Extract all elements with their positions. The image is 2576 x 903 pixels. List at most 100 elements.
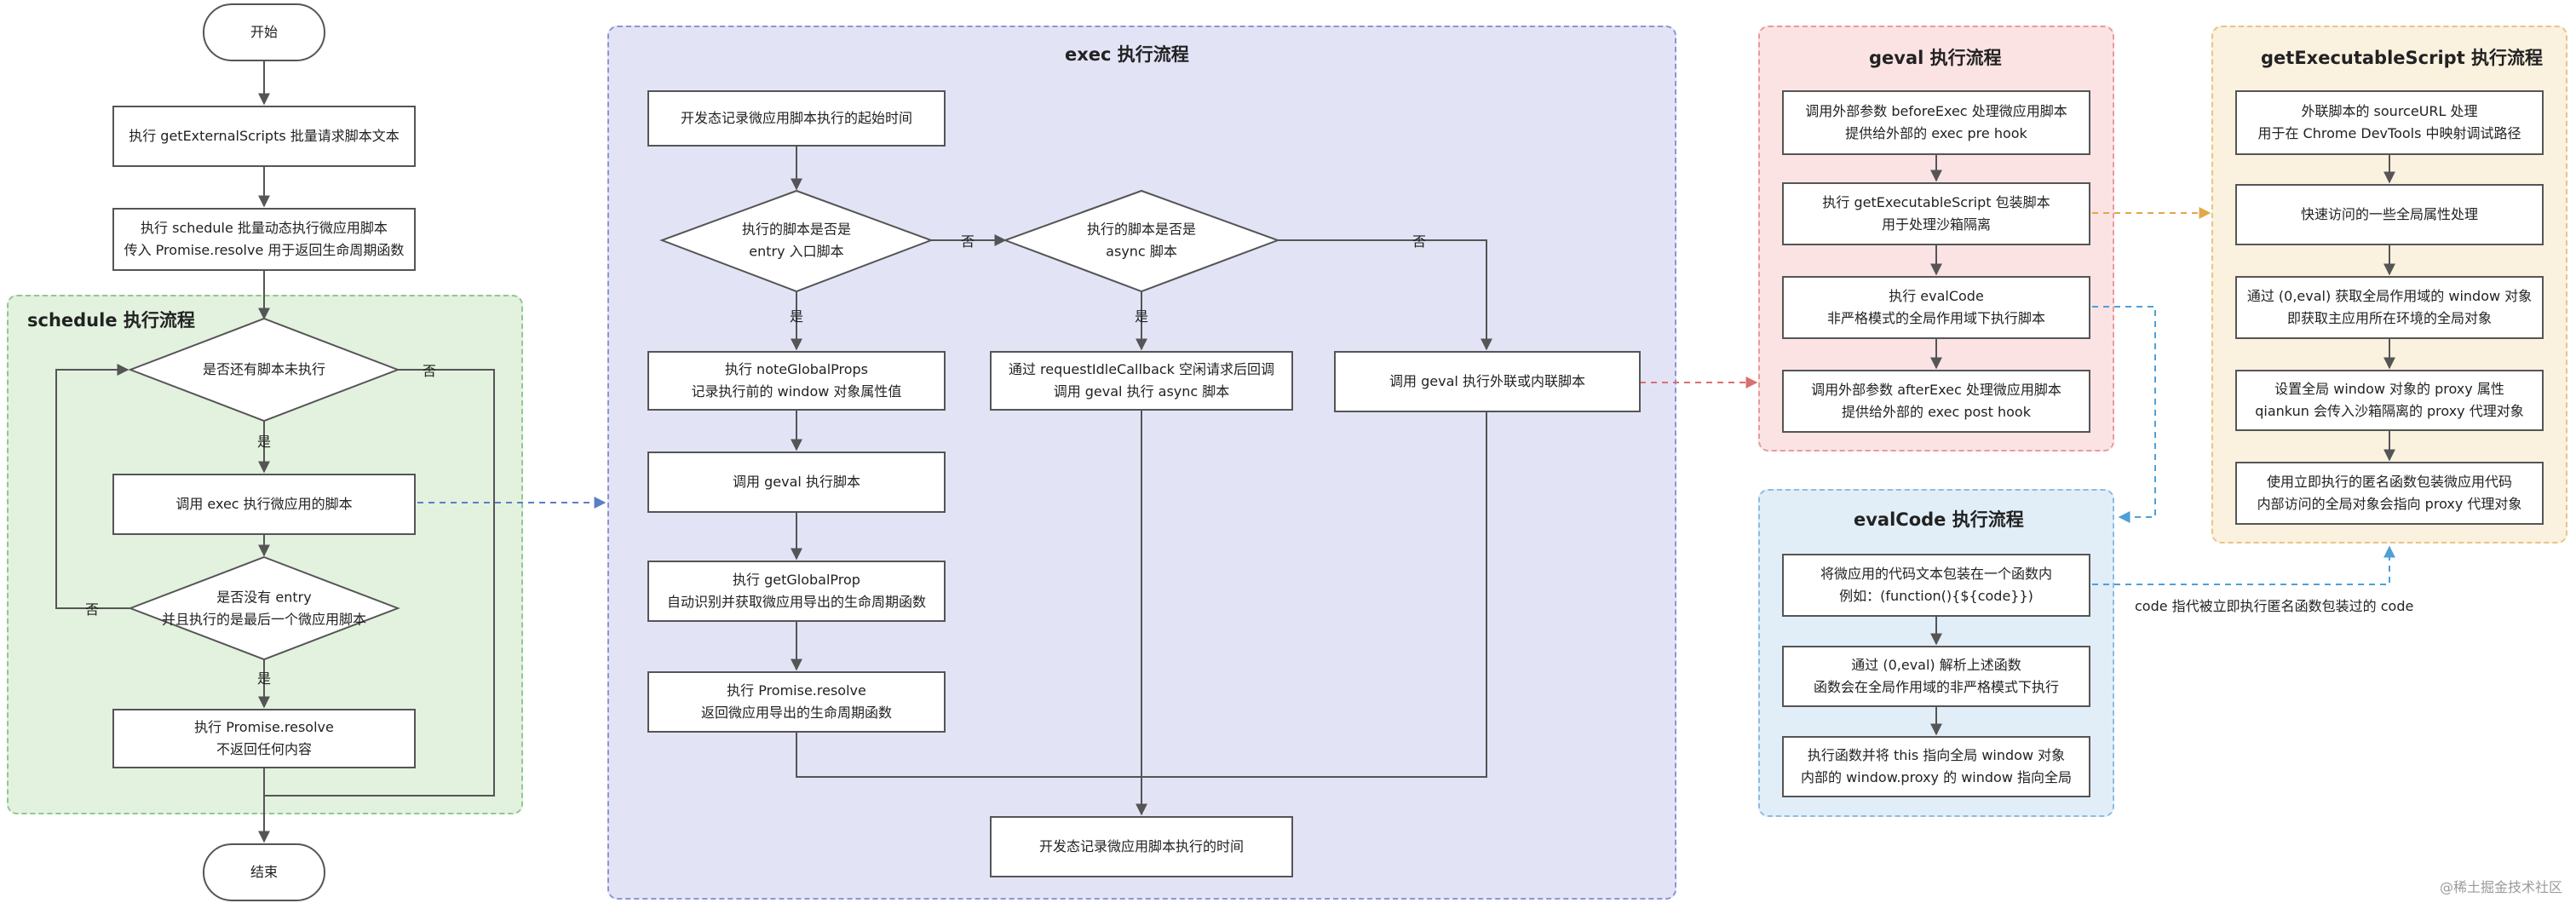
geval-before-exec-node: 调用外部参数 beforeExec 处理微应用脚本 提供给外部的 exec pr… bbox=[1782, 90, 2090, 155]
schedule-yes1-label: 是 bbox=[257, 434, 272, 450]
exec-get-global-node: 执行 getGlobalProp 自动识别并获取微应用导出的生命周期函数 bbox=[647, 561, 946, 622]
eval-parse-node: 通过 (0,eval) 解析上述函数 函数会在全局作用域的非严格模式下执行 bbox=[1782, 646, 2090, 707]
exec-geval-node: 调用 geval 执行脚本 bbox=[647, 452, 946, 513]
exec-idle-line2: 调用 geval 执行 async 脚本 bbox=[1053, 383, 1230, 400]
schedule-resolve-node: 执行 Promise.resolve 不返回任何内容 bbox=[112, 709, 416, 768]
schedule-exec-label: 调用 exec 执行微应用的脚本 bbox=[175, 496, 353, 513]
exec-geval-inline-node: 调用 geval 执行外联或内联脚本 bbox=[1334, 351, 1641, 412]
exec-decision-async-line2: async 脚本 bbox=[1106, 243, 1177, 259]
exec-record-start-node: 开发态记录微应用脚本执行的起始时间 bbox=[647, 90, 946, 147]
schedule-exec-node: 调用 exec 执行微应用的脚本 bbox=[112, 474, 416, 535]
schedule-decision-remaining-text: 是否还有脚本未执行 bbox=[203, 359, 325, 381]
schedule-decision-last-text: 是否没有 entry 并且执行的是最后一个微应用脚本 bbox=[162, 586, 366, 630]
schedule-no1-label: 否 bbox=[423, 363, 437, 379]
watermark: @稀土掘金技术社区 bbox=[2439, 879, 2562, 895]
geval-step4-line1: 调用外部参数 afterExec 处理微应用脚本 bbox=[1811, 382, 2061, 399]
start-node: 开始 bbox=[203, 3, 325, 61]
gesc-iife-node: 使用立即执行的匿名函数包装微应用代码 内部访问的全局对象会指向 proxy 代理… bbox=[2235, 462, 2544, 525]
eval-code-group-title: evalCode 执行流程 bbox=[1854, 509, 2024, 530]
geval-step3-line2: 非严格模式的全局作用域下执行脚本 bbox=[1826, 310, 2045, 326]
exec-note-global-line2: 记录执行前的 window 对象属性值 bbox=[691, 383, 902, 400]
exec-resolve-line1: 执行 Promise.resolve bbox=[727, 682, 866, 699]
exec-record-end-node: 开发态记录微应用脚本执行的时间 bbox=[990, 816, 1293, 877]
code-note: code 指代被立即执行匿名函数包装过的 code bbox=[2135, 598, 2414, 614]
gesc-step1-line1: 外联脚本的 sourceURL 处理 bbox=[2301, 103, 2478, 120]
exec-decision-entry-line1: 执行的脚本是否是 bbox=[741, 221, 852, 238]
gesc-step3-line2: 即获取主应用所在环境的全局对象 bbox=[2286, 310, 2492, 326]
geval-eval-code-node: 执行 evalCode 非严格模式的全局作用域下执行脚本 bbox=[1782, 276, 2090, 339]
schedule-group-title: schedule 执行流程 bbox=[27, 310, 195, 331]
schedule-resolve-line1: 执行 Promise.resolve bbox=[194, 719, 334, 736]
exec-idle-callback-node: 通过 requestIdleCallback 空闲请求后回调 调用 geval … bbox=[990, 351, 1293, 411]
start-label: 开始 bbox=[250, 24, 278, 41]
get-external-scripts-node: 执行 getExternalScripts 批量请求脚本文本 bbox=[112, 106, 416, 167]
gesc-step1-line2: 用于在 Chrome DevTools 中映射调试路径 bbox=[2257, 125, 2521, 141]
gesc-global-props-node: 快速访问的一些全局属性处理 bbox=[2235, 184, 2544, 245]
eval-step3-line1: 执行函数并将 this 指向全局 window 对象 bbox=[1807, 747, 2066, 764]
geval-step2-line1: 执行 getExecutableScript 包装脚本 bbox=[1822, 194, 2050, 211]
schedule-resolve-line2: 不返回任何内容 bbox=[216, 741, 312, 757]
exec-group-title: exec 执行流程 bbox=[1065, 44, 1189, 65]
schedule-decision-last bbox=[128, 555, 400, 661]
eval-wrap-node: 将微应用的代码文本包装在一个函数内 例如：(function(){${code}… bbox=[1782, 554, 2090, 617]
exec-record-start-label: 开发态记录微应用脚本执行的起始时间 bbox=[680, 110, 912, 127]
end-node: 结束 bbox=[203, 843, 325, 901]
geval-step2-line2: 用于处理沙箱隔离 bbox=[1881, 216, 1991, 233]
eval-step1-line2: 例如：(function(){${code}}) bbox=[1839, 588, 2033, 604]
schedule-decision2-line1: 是否没有 entry bbox=[216, 589, 312, 606]
schedule-line2: 传入 Promise.resolve 用于返回生命周期函数 bbox=[124, 242, 405, 258]
eval-execute-node: 执行函数并将 this 指向全局 window 对象 内部的 window.pr… bbox=[1782, 736, 2090, 797]
exec-idle-line1: 通过 requestIdleCallback 空闲请求后回调 bbox=[1008, 361, 1275, 378]
exec-decision-entry-text: 执行的脚本是否是 entry 入口脚本 bbox=[742, 218, 851, 262]
exec-decision-entry-line2: entry 入口脚本 bbox=[749, 243, 844, 259]
gesc-source-url-node: 外联脚本的 sourceURL 处理 用于在 Chrome DevTools 中… bbox=[2235, 90, 2544, 155]
exec-decision-async-line1: 执行的脚本是否是 bbox=[1086, 221, 1197, 238]
exec-get-global-line2: 自动识别并获取微应用导出的生命周期函数 bbox=[666, 594, 926, 610]
exec-resolve-node: 执行 Promise.resolve 返回微应用导出的生命周期函数 bbox=[647, 671, 946, 733]
geval-step1-line2: 提供给外部的 exec pre hook bbox=[1845, 125, 2027, 141]
exec-yes-async-label: 是 bbox=[1135, 308, 1149, 325]
eval-step2-line2: 函数会在全局作用域的非严格模式下执行 bbox=[1813, 679, 2059, 695]
gesc-step2-label: 快速访问的一些全局属性处理 bbox=[2300, 206, 2478, 223]
gesc-window-node: 通过 (0,eval) 获取全局作用域的 window 对象 即获取主应用所在环… bbox=[2235, 276, 2544, 339]
geval-step4-line2: 提供给外部的 exec post hook bbox=[1842, 404, 2031, 420]
geval-step3-line1: 执行 evalCode bbox=[1889, 288, 1984, 305]
get-executable-script-group-title: getExecutableScript 执行流程 bbox=[2261, 48, 2544, 68]
exec-geval-label: 调用 geval 执行脚本 bbox=[733, 474, 860, 491]
schedule-line1: 执行 schedule 批量动态执行微应用脚本 bbox=[141, 220, 388, 237]
gesc-proxy-node: 设置全局 window 对象的 proxy 属性 qiankun 会传入沙箱隔离… bbox=[2235, 370, 2544, 431]
exec-decision-entry bbox=[659, 189, 934, 293]
exec-record-end-label: 开发态记录微应用脚本执行的时间 bbox=[1038, 838, 1244, 855]
get-external-scripts-label: 执行 getExternalScripts 批量请求脚本文本 bbox=[129, 128, 400, 145]
eval-step3-line2: 内部的 window.proxy 的 window 指向全局 bbox=[1801, 769, 2072, 785]
geval-after-exec-node: 调用外部参数 afterExec 处理微应用脚本 提供给外部的 exec pos… bbox=[1782, 370, 2090, 433]
eval-step1-line1: 将微应用的代码文本包装在一个函数内 bbox=[1820, 566, 2052, 583]
end-label: 结束 bbox=[250, 864, 278, 881]
schedule-no2-label: 否 bbox=[85, 601, 100, 618]
geval-step1-line1: 调用外部参数 beforeExec 处理微应用脚本 bbox=[1805, 103, 2067, 120]
schedule-yes2-label: 是 bbox=[257, 670, 272, 687]
exec-no-entry-label: 否 bbox=[961, 233, 975, 250]
schedule-decision-remaining bbox=[128, 317, 400, 423]
exec-decision-async bbox=[1003, 189, 1280, 293]
exec-get-global-line1: 执行 getGlobalProp bbox=[733, 572, 860, 589]
exec-decision-async-text: 执行的脚本是否是 async 脚本 bbox=[1087, 218, 1196, 262]
exec-no-async-label: 否 bbox=[1412, 233, 1427, 250]
gesc-step5-line1: 使用立即执行的匿名函数包装微应用代码 bbox=[2266, 474, 2512, 491]
exec-geval-inline-label: 调用 geval 执行外联或内联脚本 bbox=[1389, 373, 1585, 390]
gesc-step5-line2: 内部访问的全局对象会指向 proxy 代理对象 bbox=[2257, 496, 2522, 512]
geval-group-title: geval 执行流程 bbox=[1869, 48, 2002, 68]
schedule-decision2-line2: 并且执行的是最后一个微应用脚本 bbox=[161, 611, 367, 627]
geval-get-executable-script-node: 执行 getExecutableScript 包装脚本 用于处理沙箱隔离 bbox=[1782, 182, 2090, 245]
schedule-decision1-label: 是否还有脚本未执行 bbox=[202, 361, 326, 378]
exec-yes-entry-label: 是 bbox=[790, 308, 804, 325]
gesc-step3-line1: 通过 (0,eval) 获取全局作用域的 window 对象 bbox=[2246, 288, 2533, 305]
exec-resolve-line2: 返回微应用导出的生命周期函数 bbox=[700, 705, 892, 721]
gesc-step4-line1: 设置全局 window 对象的 proxy 属性 bbox=[2274, 381, 2504, 398]
eval-step2-line1: 通过 (0,eval) 解析上述函数 bbox=[1851, 657, 2021, 674]
schedule-node: 执行 schedule 批量动态执行微应用脚本 传入 Promise.resol… bbox=[112, 208, 416, 271]
exec-note-global-line1: 执行 noteGlobalProps bbox=[724, 361, 869, 378]
exec-note-global-node: 执行 noteGlobalProps 记录执行前的 window 对象属性值 bbox=[647, 351, 946, 411]
gesc-step4-line2: qiankun 会传入沙箱隔离的 proxy 代理对象 bbox=[2255, 403, 2524, 419]
